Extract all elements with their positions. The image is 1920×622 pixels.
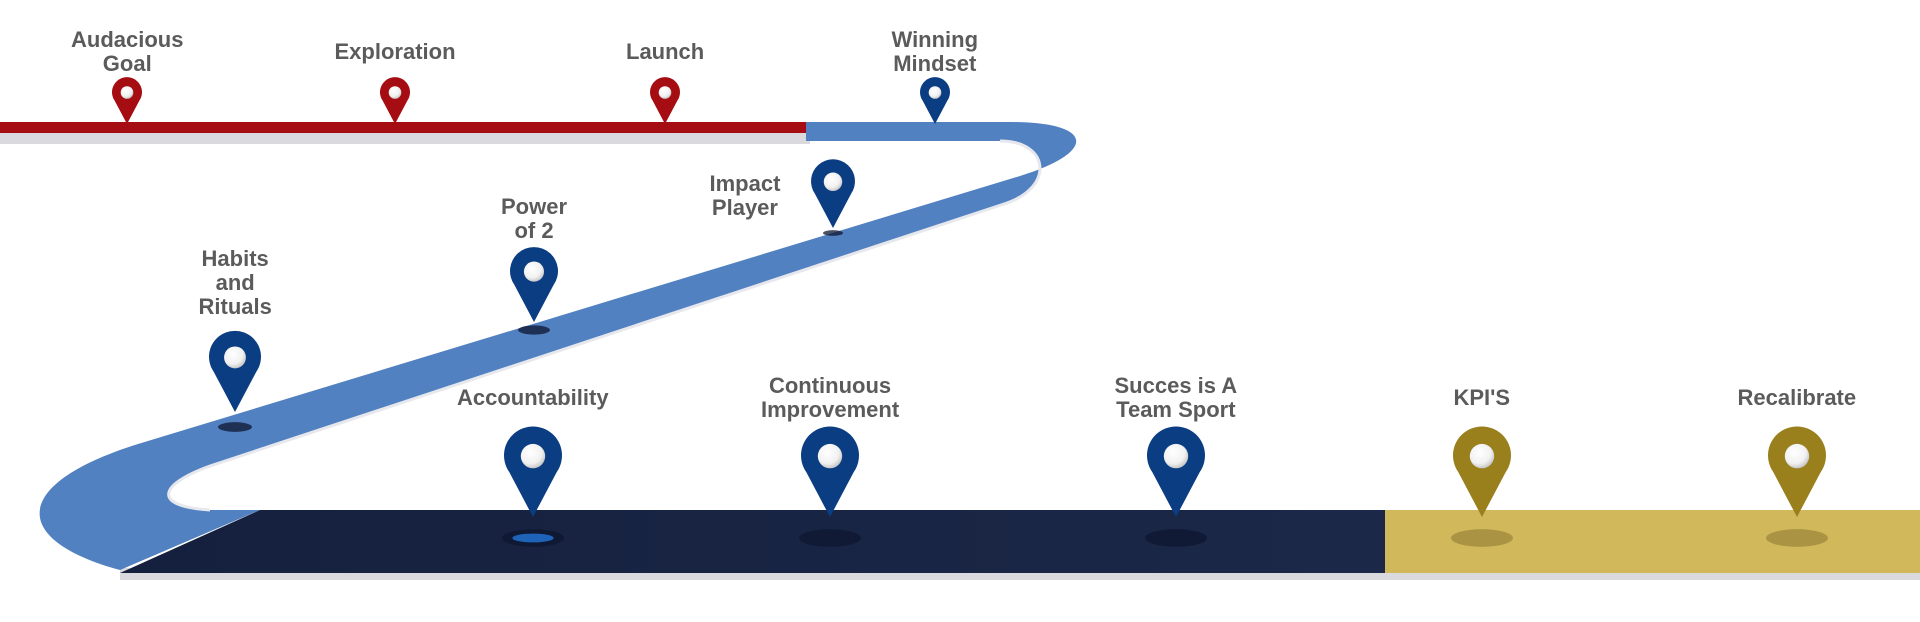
map-pin-icon bbox=[1768, 426, 1826, 517]
label-line: Player bbox=[711, 195, 778, 220]
pin-dot bbox=[823, 172, 843, 192]
label-line: Habits bbox=[201, 246, 269, 271]
road-blue-edge bbox=[167, 139, 1042, 512]
label-line: Impact bbox=[709, 171, 781, 196]
label-line: Mindset bbox=[893, 51, 977, 76]
pin-shadow bbox=[799, 529, 861, 547]
pin-dot bbox=[658, 86, 672, 99]
label-line: Goal bbox=[102, 51, 152, 76]
pin-dot bbox=[388, 86, 402, 99]
pin-dot bbox=[523, 261, 545, 282]
pin-succes-team-sport[interactable] bbox=[1145, 426, 1207, 547]
pin-dot bbox=[817, 443, 843, 469]
pin-dot bbox=[224, 346, 246, 369]
pin-shadow bbox=[218, 422, 252, 432]
label-line: Power bbox=[501, 194, 568, 219]
pin-shadow bbox=[518, 325, 550, 335]
pin-exploration[interactable] bbox=[380, 77, 411, 124]
pin-shadow-ring bbox=[512, 533, 554, 543]
map-pin-icon bbox=[112, 77, 143, 124]
pin-shadow bbox=[1451, 529, 1513, 547]
label-accountability: Accountability bbox=[457, 386, 609, 410]
label-exploration: Exploration bbox=[335, 40, 456, 64]
map-pin-icon bbox=[650, 77, 681, 124]
pin-shadow bbox=[823, 230, 843, 236]
pin-winning-mindset[interactable] bbox=[920, 77, 951, 124]
pin-continuous-improvement[interactable] bbox=[799, 426, 861, 547]
road-navy bbox=[120, 510, 1385, 573]
pin-dot bbox=[1469, 443, 1495, 469]
label-line: Exploration bbox=[334, 39, 456, 64]
map-pin-icon bbox=[209, 330, 261, 412]
label-line: Succes is A bbox=[1114, 373, 1238, 398]
map-pin-icon bbox=[380, 77, 411, 124]
milestone-markers bbox=[112, 77, 1828, 547]
label-kpis: KPI'S bbox=[1454, 386, 1511, 410]
pin-accountability[interactable] bbox=[502, 426, 564, 547]
pin-dot bbox=[120, 86, 134, 99]
label-line: and bbox=[215, 270, 255, 295]
label-launch: Launch bbox=[626, 40, 704, 64]
pin-dot bbox=[1163, 443, 1189, 469]
label-line: Team Sport bbox=[1116, 397, 1236, 422]
pin-power-of-2[interactable] bbox=[510, 247, 558, 335]
map-pin-icon bbox=[811, 159, 855, 228]
pin-launch[interactable] bbox=[650, 77, 681, 124]
label-line: of 2 bbox=[514, 218, 554, 243]
map-pin-icon bbox=[1453, 426, 1511, 517]
pin-shadow bbox=[1145, 529, 1207, 547]
map-pin-icon bbox=[801, 426, 859, 517]
label-line: Improvement bbox=[761, 397, 900, 422]
pin-shadow bbox=[1766, 529, 1828, 547]
pin-recalibrate[interactable] bbox=[1766, 426, 1828, 547]
pin-habits-and-rituals[interactable] bbox=[209, 330, 261, 432]
map-pin-icon bbox=[510, 247, 558, 322]
map-pin-icon bbox=[504, 426, 562, 517]
label-line: KPI'S bbox=[1453, 385, 1511, 410]
label-line: Rituals bbox=[198, 294, 272, 319]
label-line: Launch bbox=[626, 39, 705, 64]
pin-dot bbox=[928, 86, 942, 99]
road-blue-curve bbox=[39, 122, 1077, 570]
label-recalibrate: Recalibrate bbox=[1738, 386, 1857, 410]
map-pin-icon bbox=[1146, 426, 1205, 517]
label-line: Audacious bbox=[71, 27, 184, 52]
pin-audacious-goal[interactable] bbox=[112, 77, 143, 124]
map-pin-icon bbox=[920, 77, 951, 124]
label-line: Winning bbox=[891, 27, 979, 52]
pin-kpis[interactable] bbox=[1451, 426, 1513, 547]
pin-dot bbox=[520, 443, 546, 469]
label-line: Accountability bbox=[457, 385, 609, 410]
pin-dot bbox=[1784, 443, 1810, 469]
road-red bbox=[0, 122, 806, 133]
pin-impact-player[interactable] bbox=[811, 159, 855, 236]
label-line: Recalibrate bbox=[1737, 385, 1857, 410]
label-line: Continuous bbox=[768, 373, 892, 398]
